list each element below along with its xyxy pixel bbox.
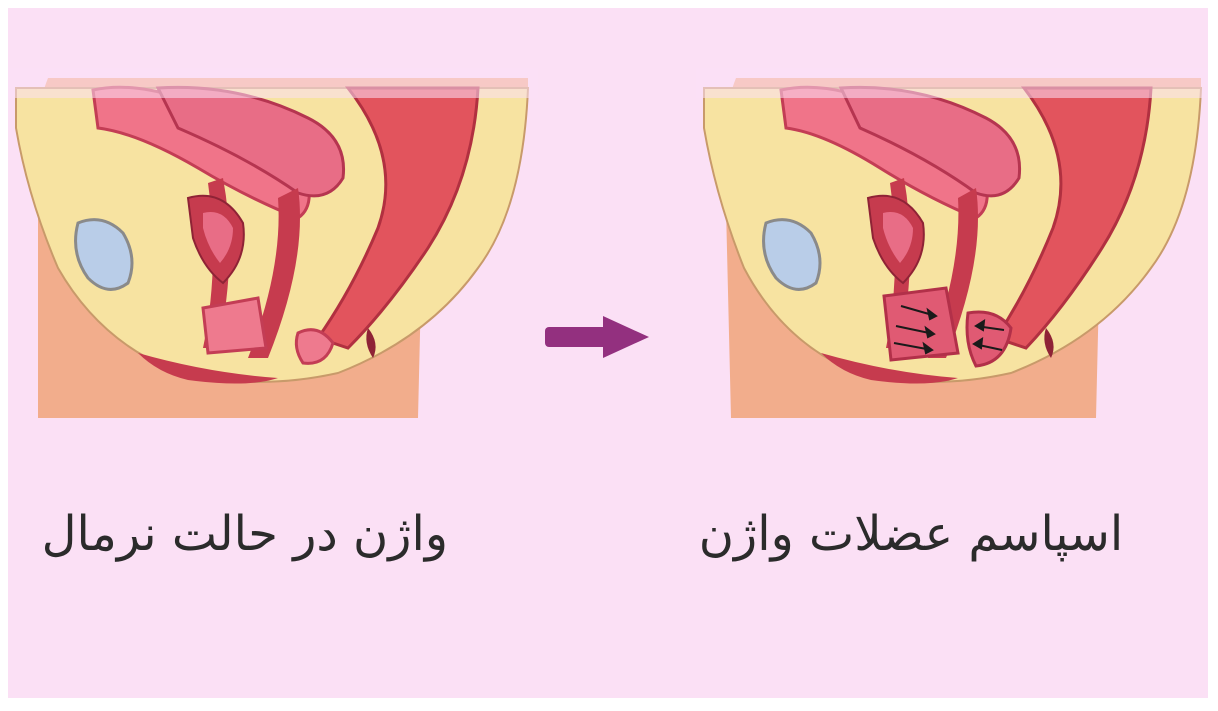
diagram-frame: واژن در حالت نرمال اسپاسم عضلات واژن (8, 8, 1208, 698)
caption-spasm: اسپاسم عضلات واژن (696, 506, 1126, 562)
normal-anatomy-illustration (8, 8, 538, 438)
right-arrow-icon (541, 312, 653, 362)
caption-normal: واژن در حالت نرمال (48, 506, 448, 562)
spasm-anatomy-illustration (696, 8, 1208, 438)
